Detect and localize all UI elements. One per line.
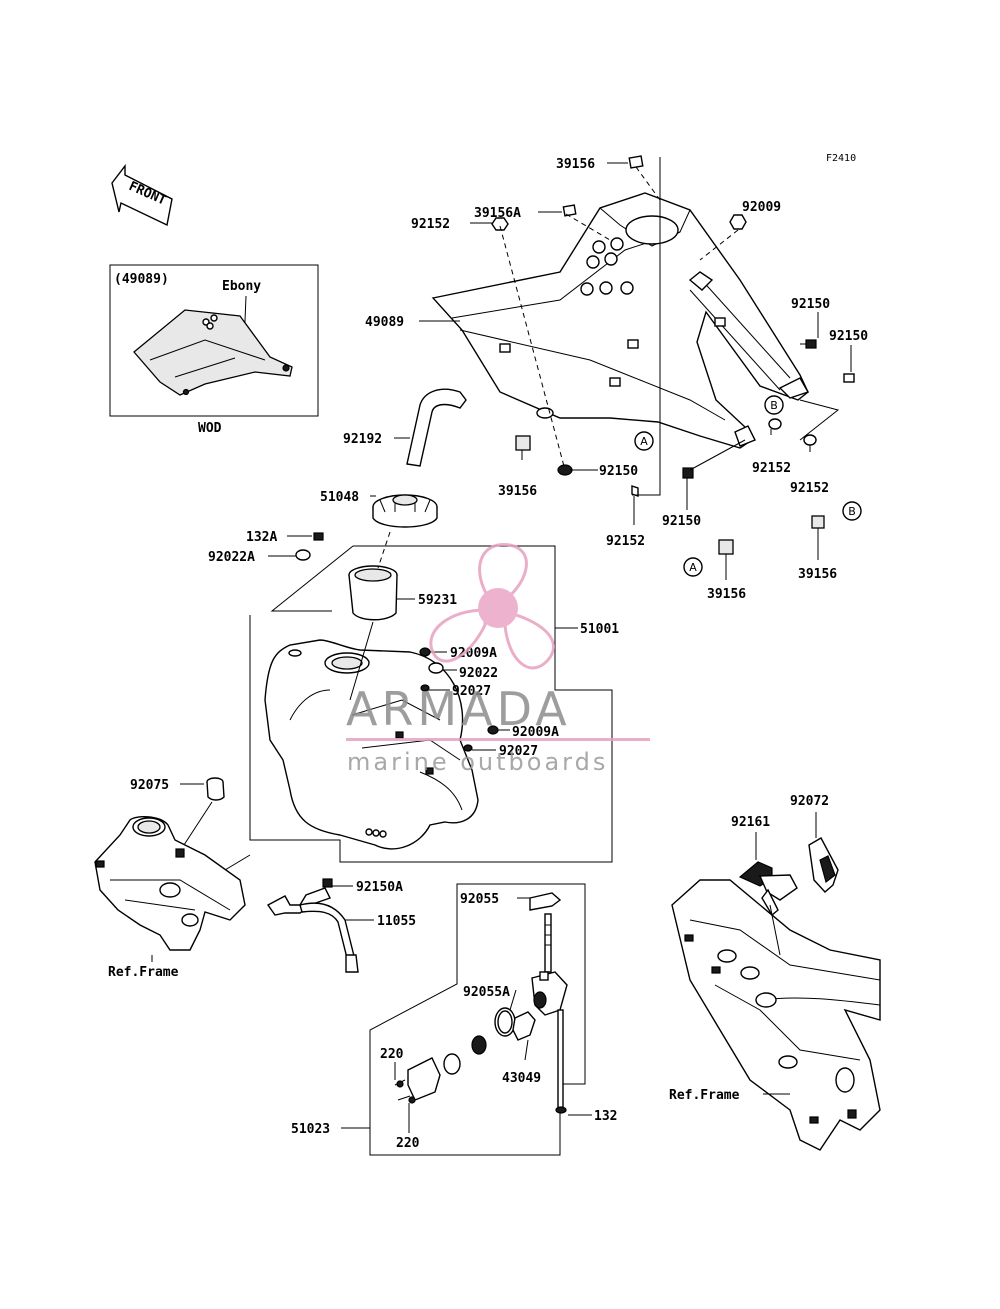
label-92055a: 92055A <box>463 985 510 1000</box>
label-92150-low: 92150 <box>662 514 701 529</box>
label-92152-r2: 92152 <box>790 481 829 496</box>
label-51023: 51023 <box>291 1122 330 1137</box>
callout-a-2: A <box>683 557 703 577</box>
label-92075: 92075 <box>130 778 169 793</box>
inset-title: (49089) <box>114 272 169 287</box>
label-39156-low: 39156 <box>707 587 746 602</box>
label-92192: 92192 <box>343 432 382 447</box>
label-92009: 92009 <box>742 200 781 215</box>
label-92152-low: 92152 <box>606 534 645 549</box>
strap-92072 <box>808 837 839 893</box>
label-220-2: 220 <box>396 1136 420 1151</box>
label-92150-r2: 92150 <box>829 329 868 344</box>
svg-text:A: A <box>640 435 648 448</box>
fuel-tank-51001 <box>264 639 479 850</box>
inset-caption: WOD <box>198 421 222 436</box>
label-92022a: 92022A <box>208 550 255 565</box>
label-92055: 92055 <box>460 892 499 907</box>
svg-text:B: B <box>848 505 856 518</box>
inset-color-label: Ebony <box>222 279 261 294</box>
label-92150-r1: 92150 <box>791 297 830 312</box>
damper-92075 <box>206 777 225 801</box>
label-92150a: 92150A <box>356 880 403 895</box>
callout-b-1: B <box>764 395 784 415</box>
label-132: 132 <box>594 1109 617 1124</box>
label-39156-r: 39156 <box>798 567 837 582</box>
watermark-logo: ARMADA marine outboards <box>346 543 650 776</box>
label-132a: 132A <box>246 530 277 545</box>
label-39156a: 39156A <box>474 206 521 221</box>
watermark-brand: ARMADA <box>346 682 571 736</box>
label-92152-r1: 92152 <box>752 461 791 476</box>
label-92152-top: 92152 <box>411 217 450 232</box>
label-39156-mid: 39156 <box>498 484 537 499</box>
label-92072: 92072 <box>790 794 829 809</box>
label-92161: 92161 <box>731 815 770 830</box>
front-arrow-icon: FRONT <box>111 163 173 227</box>
frame-right <box>671 879 881 1151</box>
callout-a-1: A <box>634 431 654 451</box>
inset-ebony-cover: (49089) Ebony WOD <box>109 264 319 436</box>
label-ref-frame-left: Ref.Frame <box>108 965 179 980</box>
svg-text:A: A <box>689 561 697 574</box>
label-ref-frame-right: Ref.Frame <box>669 1088 740 1103</box>
label-220-1: 220 <box>380 1047 404 1062</box>
tank-cover-49089 <box>431 192 810 449</box>
label-11055: 11055 <box>377 914 416 929</box>
callout-b-2: B <box>842 501 862 521</box>
label-92009a-2: 92009A <box>512 725 559 740</box>
label-92027-1: 92027 <box>452 684 491 699</box>
label-51048: 51048 <box>320 490 359 505</box>
watermark-tagline: marine outboards <box>347 748 608 776</box>
watermark-divider <box>346 738 650 741</box>
fuel-cap-51048 <box>370 494 438 528</box>
label-92150-mid: 92150 <box>599 464 638 479</box>
label-59231: 59231 <box>418 593 457 608</box>
frame-left <box>94 816 246 951</box>
figure-code: F2410 <box>826 153 856 164</box>
label-39156-top: 39156 <box>556 157 595 172</box>
label-92009a-1: 92009A <box>450 646 497 661</box>
svg-text:B: B <box>770 399 778 412</box>
label-92022: 92022 <box>459 666 498 681</box>
propeller-logo-icon <box>429 543 555 670</box>
label-51001: 51001 <box>580 622 619 637</box>
filler-neck-59231 <box>348 565 415 621</box>
breather-11055 <box>266 878 359 973</box>
label-92027-2: 92027 <box>499 744 538 759</box>
petcock-51023 <box>394 892 568 1114</box>
label-49089: 49089 <box>365 315 404 330</box>
label-43049: 43049 <box>502 1071 541 1086</box>
